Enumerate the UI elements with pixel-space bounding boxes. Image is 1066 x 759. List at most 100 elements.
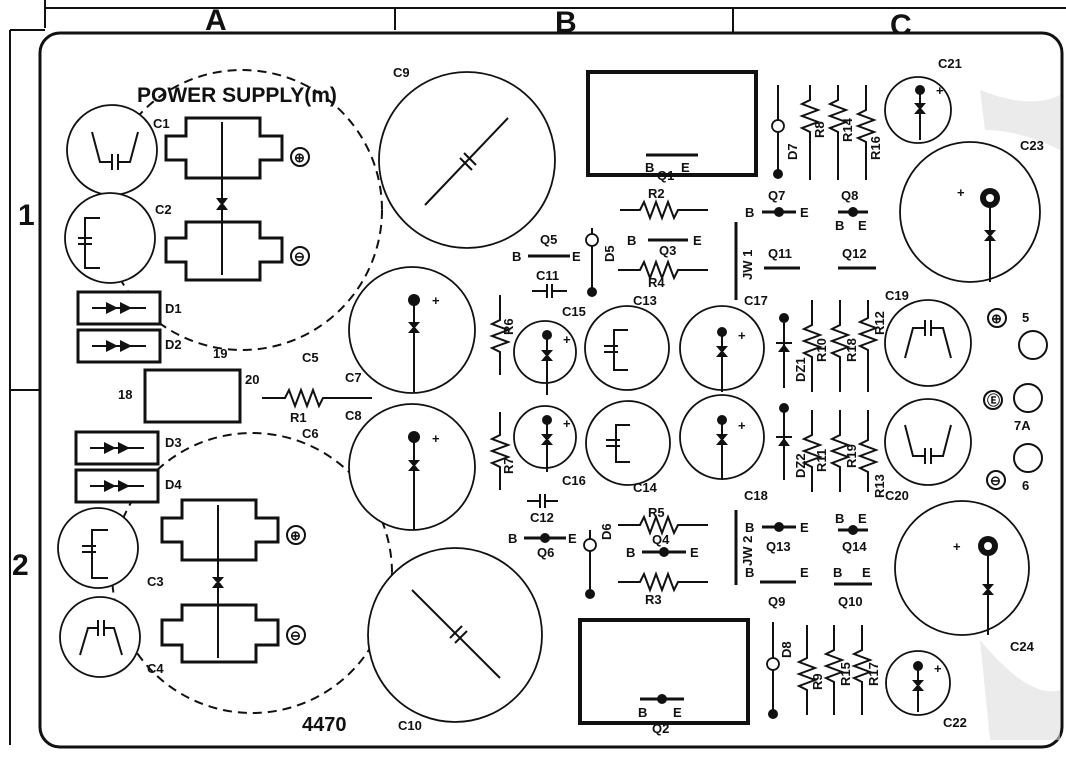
label-jw1: JW 1 [740,250,755,280]
label-r17: R17 [866,662,881,686]
resistor-r18 [829,300,851,392]
transistor-q7 [762,207,796,217]
q6-emitter-label: E [568,531,577,546]
board-number: 4470 [302,714,347,736]
label-c2: C2 [155,202,172,217]
plus-mark-c23: + [957,185,965,200]
row-label-2: 2 [12,549,29,582]
capacitor-c21 [884,76,952,144]
label-c11: C11 [536,268,559,283]
pin-18: 18 [118,387,132,402]
diode-d2 [76,328,162,364]
resistor-r7 [489,412,511,490]
capacitor-c11 [532,284,567,298]
pin-20: 20 [245,372,259,387]
q8-base-label: B [835,218,844,233]
transistor-q2 [578,618,750,725]
terminal-minus-top: ⊖ [294,249,305,264]
label-c13: C13 [633,293,657,308]
label-r14: R14 [840,117,855,142]
label-q6: Q6 [537,545,554,560]
plus-mark-c18: + [738,418,746,433]
capacitor-c19 [884,299,972,387]
q3-emitter-label: E [693,233,702,248]
terminal-minus-out: ⊖ [990,473,1001,488]
resistor-r14 [827,85,849,180]
capacitor-c22 [885,650,951,716]
label-q3: Q3 [659,243,676,258]
label-d5: D5 [602,245,617,262]
label-dz1: DZ1 [793,357,808,382]
resistor-r15 [823,625,845,715]
label-q10: Q10 [838,594,863,609]
resistor-r2 [620,199,708,221]
pin-5: 5 [1022,310,1029,325]
output-pad-5 [1018,330,1048,360]
grid-header: A B C 1 2 [9,0,1066,745]
terminal-plus-bottom: ⊕ [290,528,301,543]
label-r18: R18 [844,338,859,362]
label-c21: C21 [938,56,962,71]
output-pad-7a [1013,383,1043,413]
q10-base-label: B [833,565,842,580]
label-q8: Q8 [841,188,858,203]
terminal-plus-top: ⊕ [294,150,305,165]
q7-base-label: B [745,205,754,220]
label-dz2: DZ2 [793,453,808,478]
label-r1: R1 [290,410,307,425]
board-outline [38,31,1064,749]
capacitor-c2 [64,192,156,284]
q8-emitter-label: E [858,218,867,233]
capacitor-c24 [894,500,1030,636]
label-r16: R16 [868,136,883,160]
diode-d6 [583,530,597,599]
label-q4: Q4 [652,532,670,547]
pin-6: 6 [1022,478,1029,493]
resistor-r19 [829,410,851,492]
label-r19: R19 [844,444,859,468]
q10-emitter-label: E [862,565,871,580]
plus-mark-c8: + [432,431,440,446]
resistor-r11 [801,410,823,492]
connector-block [143,368,242,424]
label-c10: C10 [398,718,422,733]
label-c15: C15 [562,304,586,319]
transistor-q6 [524,533,566,543]
resistor-r12 [857,300,879,392]
label-c18: C18 [744,488,768,503]
label-c8: C8 [345,408,362,423]
output-pad-6 [1013,443,1043,473]
label-r4: R4 [648,275,665,290]
label-r9: R9 [810,673,825,690]
capacitor-c9 [378,71,556,249]
label-d4: D4 [165,477,182,492]
capacitor-c4 [59,596,141,678]
row-label-1: 1 [18,199,35,232]
resistor-r5 [618,514,708,536]
terminal-e: Ⓔ [987,393,1000,408]
label-r13: R13 [872,474,887,498]
resistor-r4 [618,259,708,281]
plus-mark-c22: + [934,661,942,676]
q5-base-label: B [512,249,521,264]
label-r7: R7 [501,457,516,474]
plus-mark-c21: + [936,83,944,98]
label-c12: C12 [530,510,554,525]
capacitor-c23 [899,141,1041,283]
diode-d7 [771,85,785,179]
label-c1: C1 [153,116,170,131]
resistor-r17 [851,625,873,715]
label-d7: D7 [785,143,800,160]
plus-mark-c7: + [432,293,440,308]
label-r6: R6 [501,318,516,335]
label-r8: R8 [812,121,827,138]
transistor-q4 [642,547,686,557]
q1-base-label: B [645,160,654,175]
q2-base-label: B [638,705,647,720]
plus-mark-c24: + [953,539,961,554]
capacitor-c16 [513,405,577,472]
bridge-rectifier-bottom [160,498,280,664]
label-q5: Q5 [540,232,557,247]
column-label-b: B [555,6,577,39]
